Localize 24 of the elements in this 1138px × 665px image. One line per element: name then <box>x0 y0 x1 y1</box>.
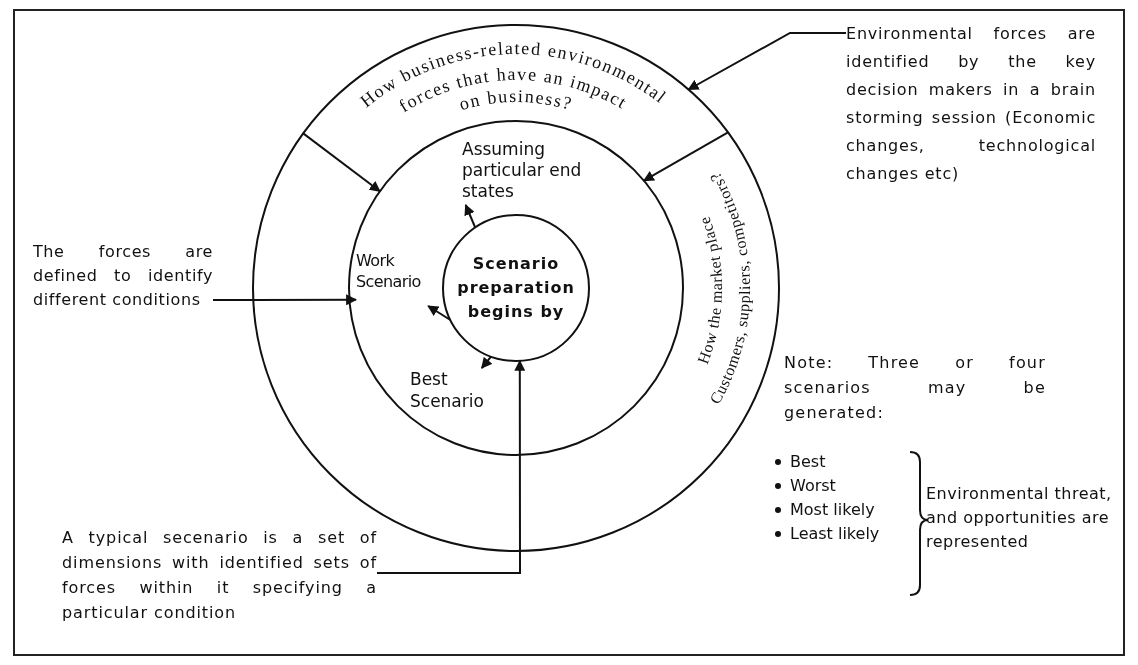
arrow <box>480 355 493 369</box>
scenario-label: Work Scenario <box>356 250 442 306</box>
middle-circle <box>348 120 684 456</box>
list-item: Best <box>790 451 826 473</box>
arrow <box>427 305 452 321</box>
arrow <box>464 204 477 229</box>
scenario-label: Best Scenario <box>410 368 514 416</box>
scenario-label: Assuming particular end states <box>462 139 584 205</box>
circle-title: Scenario preparation begins by <box>456 253 576 323</box>
arrow <box>376 359 526 575</box>
note-text: Note: Three or four scenarios may be generated: <box>784 352 1046 424</box>
arrow <box>212 294 358 306</box>
callout-text: Environmental forces are identified by the key decision makers in a brain storming session (Economic changes, technological changes etc) <box>846 20 1096 192</box>
list-item: Least likely <box>790 523 880 545</box>
note-text: Environmental threat, and opportunities are represented <box>926 483 1113 553</box>
callout-text: The forces are defined to identify different conditions <box>33 240 213 336</box>
arrow <box>302 132 381 193</box>
arrow <box>687 31 847 91</box>
list-item: Most likely <box>790 499 875 521</box>
inner-circle <box>442 214 590 362</box>
callout-text: A typical secenario is a set of dimensions with identified sets of forces within it specifying a particular condition <box>62 525 377 655</box>
outer-circle <box>252 24 780 552</box>
list-item: Worst <box>790 475 836 497</box>
arrow <box>642 131 729 182</box>
